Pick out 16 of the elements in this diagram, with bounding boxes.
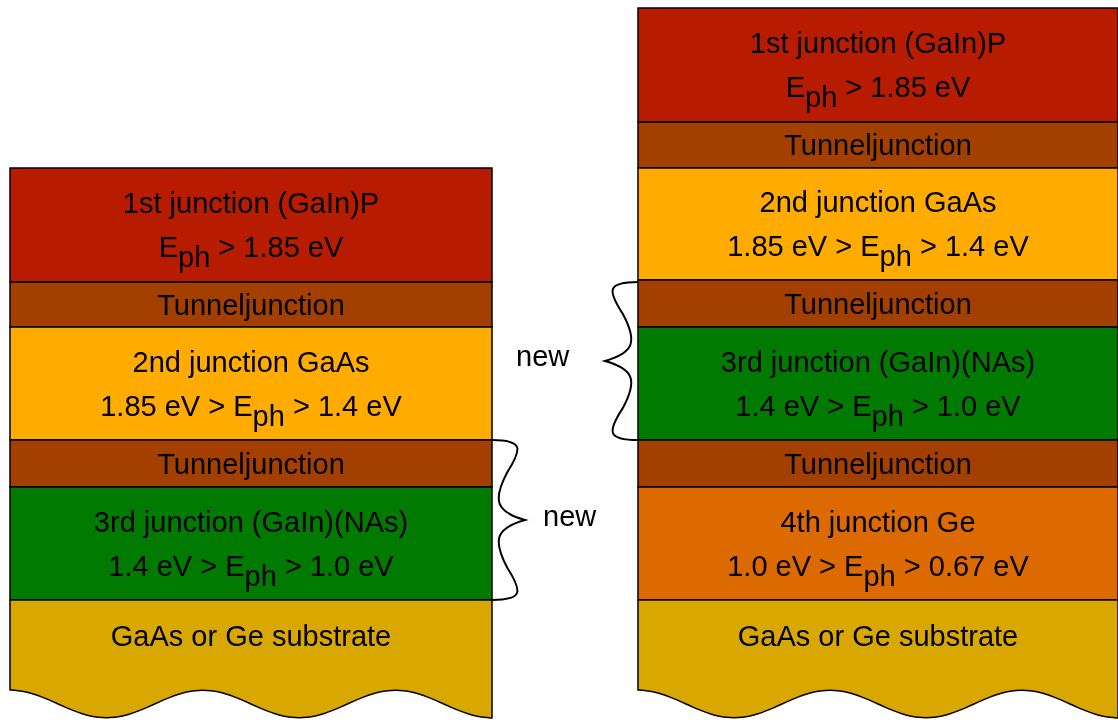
layer-label: Tunneljunction xyxy=(784,446,972,482)
layer-label: 2nd junction GaAs xyxy=(759,185,997,220)
annotation-label: new xyxy=(516,340,570,373)
layer-label: Tunneljunction xyxy=(784,128,972,163)
layer-label: Tunneljunction xyxy=(784,286,972,322)
layer-label: GaAs or Ge substrate xyxy=(737,619,1019,654)
layer-label: 1st junction (GaIn)P xyxy=(122,186,380,221)
layer-label: 3rd junction (GaIn)(NAs) xyxy=(93,504,409,540)
layer-label: 1st junction (GaIn)P xyxy=(749,26,1007,61)
layer-label: Tunneljunction xyxy=(157,446,345,482)
layer-label: GaAs or Ge substrate xyxy=(110,619,392,654)
layer-label: Tunneljunction xyxy=(157,287,345,323)
annotation-label: new xyxy=(543,500,597,533)
layer-label: 2nd junction GaAs xyxy=(132,344,370,380)
layer-label: 4th junction Ge xyxy=(780,504,976,540)
layer-label: 3rd junction (GaIn)(NAs) xyxy=(720,344,1036,380)
